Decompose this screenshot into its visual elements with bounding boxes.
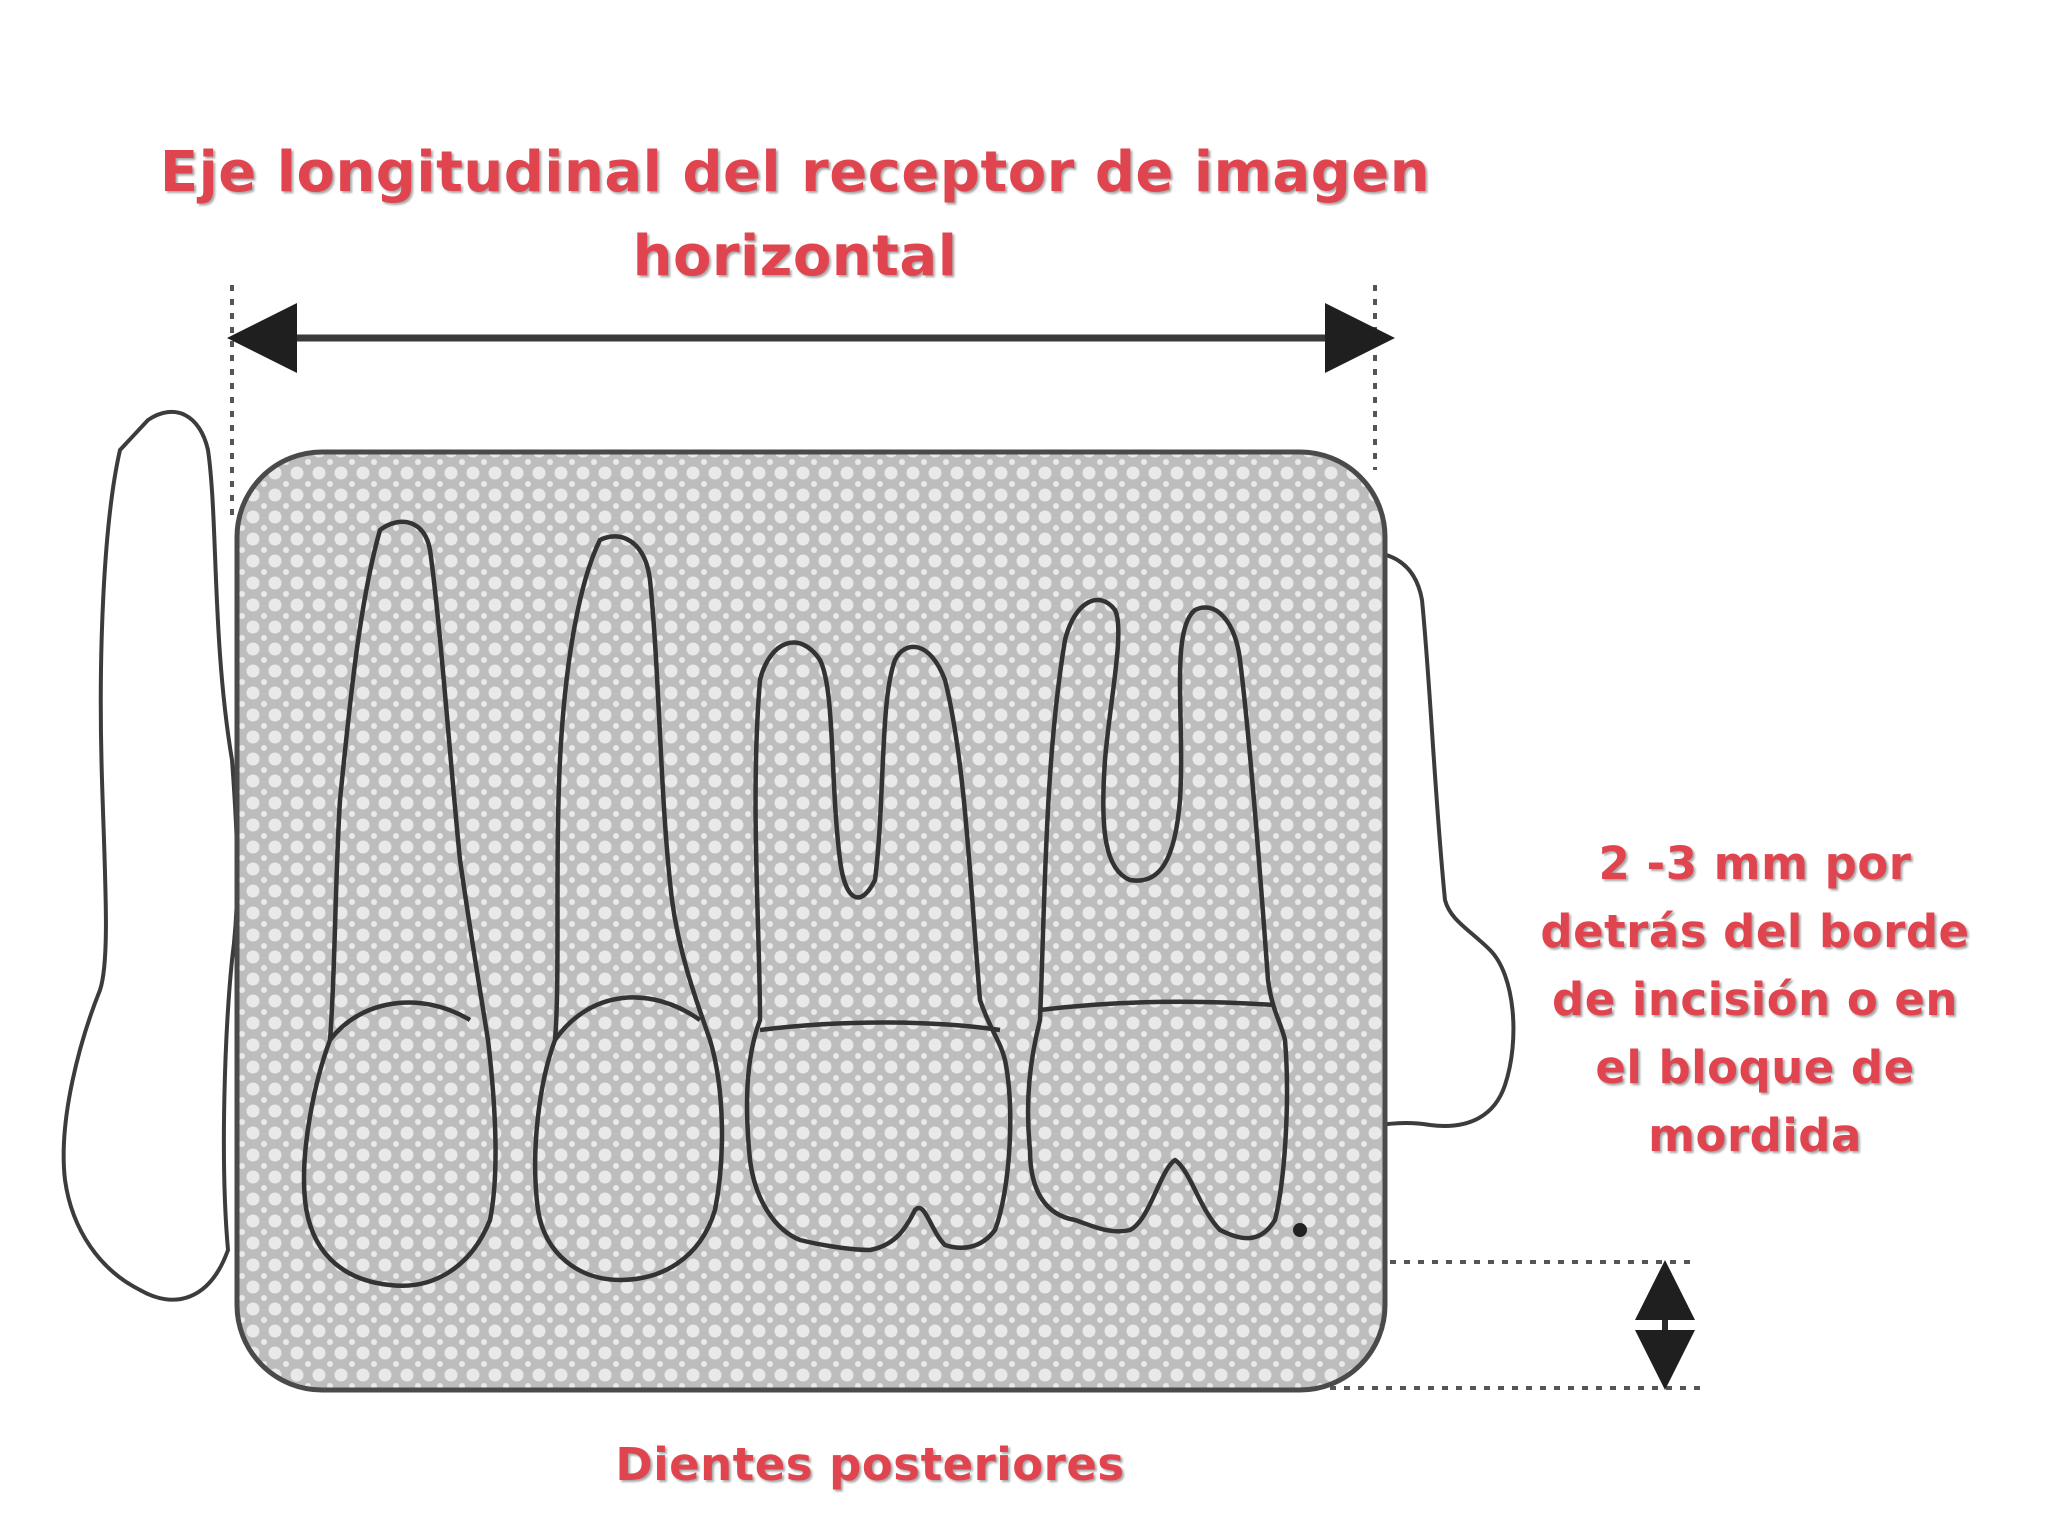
distance-note-line: el bloque de	[1595, 1041, 1915, 1094]
distance-note-line: detrás del borde	[1540, 905, 1970, 958]
second-premolar-tooth	[532, 534, 725, 1283]
axis-title-line-1: Eje longitudinal del receptor de imagen	[159, 140, 1431, 205]
distance-note-line: 2 -3 mm por	[1598, 837, 1912, 890]
reference-dot	[1293, 1223, 1307, 1237]
posterior-teeth-caption: Dientes posteriores	[615, 1438, 1125, 1491]
distance-note-line: mordida	[1648, 1109, 1862, 1162]
axis-title-line-2: horizontal	[632, 224, 958, 289]
canine-tooth	[61, 409, 240, 1302]
second-molar-tooth	[1025, 597, 1290, 1241]
image-receptor	[234, 449, 1388, 1393]
distance-note-line: de incisión o en	[1552, 973, 1958, 1026]
distance-note: 2 -3 mm por detrás del borde de incisión…	[1515, 830, 1995, 1170]
first-molar-tooth	[744, 640, 1013, 1253]
posterior-teeth	[301, 519, 1290, 1288]
first-premolar-tooth	[301, 519, 498, 1288]
